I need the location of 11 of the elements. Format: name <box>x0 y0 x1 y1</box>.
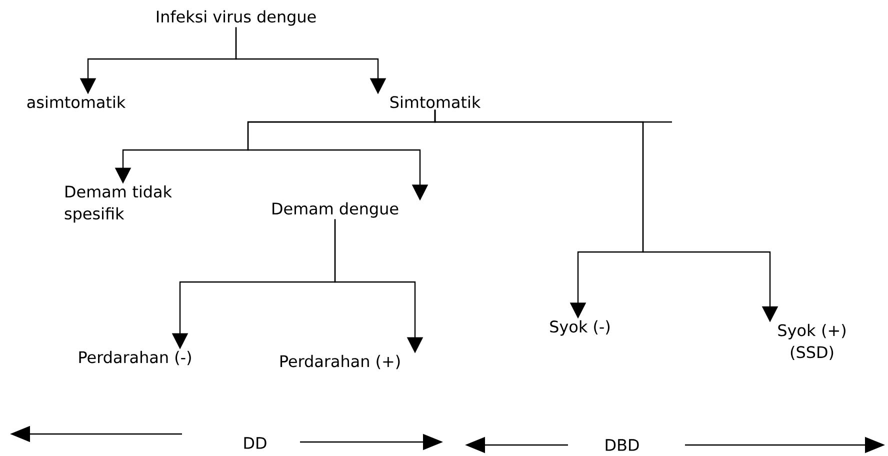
node-label: asimtomatik <box>27 96 126 108</box>
node-label: Syok (-) <box>550 320 610 336</box>
node-label: Simtomatik <box>390 96 481 108</box>
node-label: Syok (+) (SSD) <box>778 324 846 360</box>
range-label: DBD <box>606 439 639 451</box>
node-label: Infeksi virus dengue <box>156 10 316 26</box>
node-label: Perdarahan (+) <box>280 354 400 370</box>
range-label: DD <box>244 437 266 449</box>
node-label: Demam tidak spesifik <box>64 185 172 223</box>
node-label: Demam dengue <box>272 202 398 218</box>
node-label: Perdarahan (-) <box>79 350 191 366</box>
